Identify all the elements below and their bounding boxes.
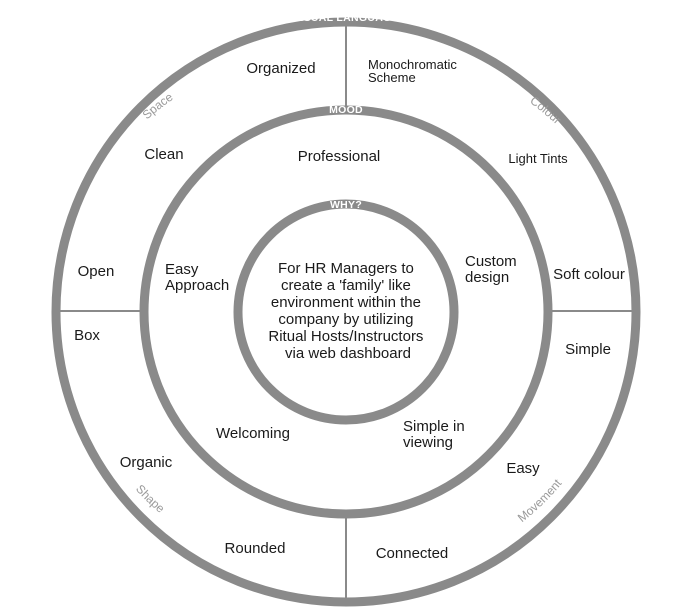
word-custom-design: Custom design bbox=[465, 253, 521, 286]
word-rounded: Rounded bbox=[225, 540, 286, 557]
word-welcoming: Welcoming bbox=[216, 425, 290, 442]
word-organic: Organic bbox=[120, 454, 173, 471]
word-easy: Easy bbox=[506, 460, 540, 477]
word-connected: Connected bbox=[376, 545, 449, 562]
ring-label-why: WHY? bbox=[330, 199, 362, 211]
word-light-tints: Light Tints bbox=[508, 151, 568, 166]
ring-label-visual-language: VISUAL LANGUAGE bbox=[293, 12, 399, 24]
word-simple-viewing: Simple in viewing bbox=[403, 418, 469, 451]
word-soft-colour: Soft colour bbox=[553, 266, 625, 283]
word-monochromatic: Monochromatic Scheme bbox=[368, 57, 461, 85]
word-open: Open bbox=[78, 263, 115, 280]
word-professional: Professional bbox=[298, 148, 381, 165]
word-simple: Simple bbox=[565, 341, 611, 358]
word-box: Box bbox=[74, 327, 100, 344]
word-organized: Organized bbox=[246, 60, 315, 77]
category-movement: Movement bbox=[515, 476, 565, 525]
outer-ring bbox=[51, 17, 641, 607]
middle-ring bbox=[139, 105, 553, 519]
inner-ring bbox=[233, 199, 459, 425]
center-purpose-text: For HR Managers to create a 'family' lik… bbox=[268, 260, 427, 362]
ring-label-mood: MOOD bbox=[329, 104, 363, 116]
word-easy-approach: Easy Approach bbox=[165, 261, 229, 294]
word-clean: Clean bbox=[144, 146, 183, 163]
